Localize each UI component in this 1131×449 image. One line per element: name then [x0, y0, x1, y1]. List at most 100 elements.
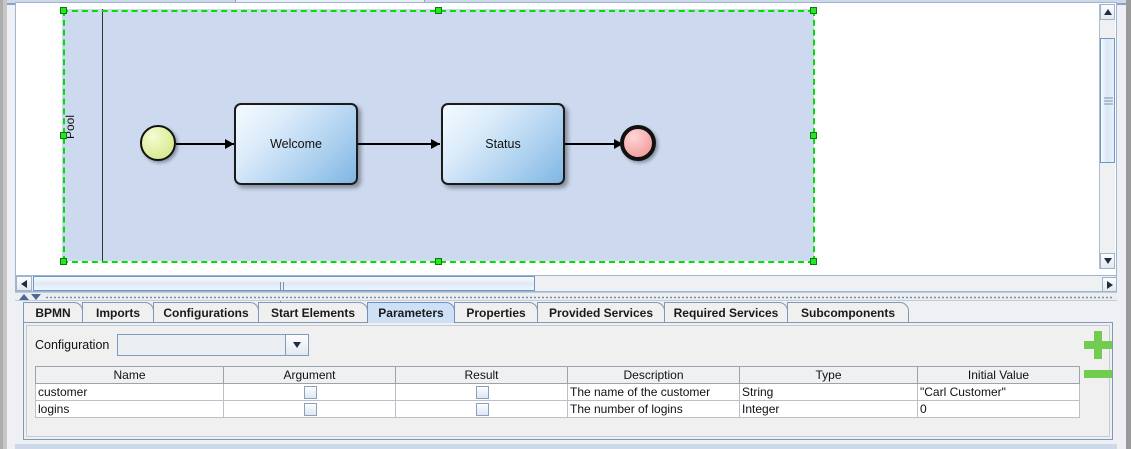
tab-subcomponents[interactable]: Subcomponents: [787, 302, 909, 323]
cell-initial-value[interactable]: "Carl Customer": [917, 383, 1080, 401]
splitter-grip: [45, 296, 1113, 299]
configuration-combobox[interactable]: [117, 334, 310, 356]
bpmn-pool[interactable]: Pool: [62, 9, 814, 261]
window-content: Pool: [7, 0, 1126, 449]
configuration-value[interactable]: [118, 335, 286, 355]
checkbox-icon[interactable]: [304, 386, 317, 400]
pool-lane-divider: [102, 9, 103, 261]
top-band: [7, 0, 1126, 3]
cell-description[interactable]: The name of the customer: [567, 383, 740, 401]
bpmn-canvas-pane[interactable]: Pool: [15, 2, 1117, 284]
tab-configurations[interactable]: Configurations: [153, 302, 259, 323]
configuration-row: Configuration: [35, 334, 310, 356]
column-header-argument[interactable]: Argument: [223, 366, 396, 384]
scroll-right-button[interactable]: [1102, 277, 1117, 292]
tab-required-services[interactable]: Required Services: [664, 302, 788, 323]
table-row[interactable]: logins The number of logins Integer 0: [35, 400, 1080, 418]
triangle-up-icon[interactable]: [19, 294, 29, 300]
selection-handle-bottom-left[interactable]: [60, 258, 67, 265]
tab-parameters[interactable]: Parameters: [367, 302, 455, 323]
tab-start-elements[interactable]: Start Elements: [258, 302, 368, 323]
tab-imports[interactable]: Imports: [82, 302, 154, 323]
configuration-dropdown-button[interactable]: [285, 335, 309, 355]
selection-handle-bottom-right[interactable]: [810, 258, 817, 265]
scrollbar-grip-icon: [1104, 97, 1113, 104]
bpmn-task-status[interactable]: Status: [441, 103, 565, 185]
vertical-scrollbar-thumb[interactable]: [1100, 38, 1115, 163]
tab-label: Properties: [466, 306, 526, 320]
tab-label: Imports: [95, 306, 140, 320]
bpmn-start-event[interactable]: [140, 125, 176, 161]
parameters-panel-inner: Configuration: [26, 325, 1112, 438]
sequence-flow-start-to-welcome[interactable]: [176, 143, 234, 145]
chevron-down-icon: [293, 342, 302, 348]
checkbox-icon[interactable]: [476, 386, 489, 400]
table-header-row: Name Argument Result Description Type In…: [35, 366, 1080, 384]
selection-handle-middle-right[interactable]: [810, 132, 817, 139]
arrowhead-welcome-to-status: [431, 139, 440, 149]
window-frame-right: [1126, 0, 1131, 449]
selection-handle-top-right[interactable]: [810, 7, 817, 14]
cell-name[interactable]: logins: [35, 400, 224, 418]
scroll-left-button[interactable]: [16, 276, 32, 291]
sequence-flow-status-to-end[interactable]: [564, 143, 624, 145]
remove-parameter-button[interactable]: [1084, 370, 1112, 378]
tab-label: Start Elements: [270, 306, 356, 320]
column-header-name[interactable]: Name: [35, 366, 224, 384]
split-pane-divider[interactable]: [15, 292, 1117, 301]
bpmn-end-event[interactable]: [620, 125, 656, 161]
column-header-type[interactable]: Type: [739, 366, 918, 384]
properties-pane: BPMN Imports Configurations Start Elemen…: [15, 302, 1117, 442]
table-actions: [1083, 330, 1117, 396]
sequence-flow-welcome-to-status[interactable]: [357, 143, 440, 145]
cell-result-checkbox[interactable]: [395, 383, 568, 401]
bpmn-canvas[interactable]: Pool: [17, 4, 1100, 269]
cell-initial-value[interactable]: 0: [917, 400, 1080, 418]
triangle-left-icon: [21, 279, 27, 288]
scroll-down-button[interactable]: [1100, 253, 1115, 269]
window-frame-left-inner: [3, 0, 7, 449]
cell-result-checkbox[interactable]: [395, 400, 568, 418]
cell-argument-checkbox[interactable]: [223, 400, 396, 418]
selection-handle-top-left[interactable]: [60, 7, 67, 14]
canvas-horizontal-scrollbar[interactable]: [15, 275, 1117, 305]
column-header-description[interactable]: Description: [567, 366, 740, 384]
checkbox-icon[interactable]: [304, 403, 317, 417]
window-frame-left: [0, 0, 3, 449]
triangle-down-icon: [1103, 258, 1112, 264]
scroll-up-button[interactable]: [1100, 4, 1115, 20]
tab-label: Required Services: [673, 306, 779, 320]
add-parameter-button[interactable]: [1083, 330, 1113, 360]
parameters-table[interactable]: Name Argument Result Description Type In…: [35, 366, 1080, 418]
tab-properties[interactable]: Properties: [454, 302, 538, 323]
scrollbar-grip-icon: [280, 280, 288, 305]
cell-type[interactable]: String: [739, 383, 918, 401]
triangle-down-icon[interactable]: [31, 294, 41, 300]
tab-bpmn[interactable]: BPMN: [23, 302, 83, 323]
triangle-up-icon: [1103, 9, 1112, 15]
bottom-band: [15, 444, 1117, 449]
selection-handle-bottom-center[interactable]: [435, 258, 442, 265]
arrowhead-status-to-end: [614, 139, 623, 149]
column-header-result[interactable]: Result: [395, 366, 568, 384]
cell-argument-checkbox[interactable]: [223, 383, 396, 401]
checkbox-icon[interactable]: [476, 403, 489, 417]
horizontal-scrollbar-thumb[interactable]: [33, 276, 535, 305]
tab-label: Provided Services: [548, 306, 654, 320]
configuration-label: Configuration: [35, 338, 110, 352]
pool-label: Pool: [63, 114, 77, 140]
cell-description[interactable]: The number of logins: [567, 400, 740, 418]
cell-name[interactable]: customer: [35, 383, 224, 401]
selection-handle-top-center[interactable]: [435, 7, 442, 14]
column-header-initial-value[interactable]: Initial Value: [917, 366, 1080, 384]
selection-handle-middle-left[interactable]: [60, 132, 67, 139]
tab-provided-services[interactable]: Provided Services: [537, 302, 665, 323]
parameters-panel: Configuration: [23, 322, 1113, 440]
table-row[interactable]: customer The name of the customer String…: [35, 383, 1080, 401]
cell-type[interactable]: Integer: [739, 400, 918, 418]
bpmn-task-welcome[interactable]: Welcome: [234, 103, 358, 185]
canvas-vertical-scrollbar[interactable]: [1099, 4, 1115, 269]
properties-tabbar: BPMN Imports Configurations Start Elemen…: [23, 302, 1113, 323]
tab-label: Parameters: [378, 306, 444, 320]
